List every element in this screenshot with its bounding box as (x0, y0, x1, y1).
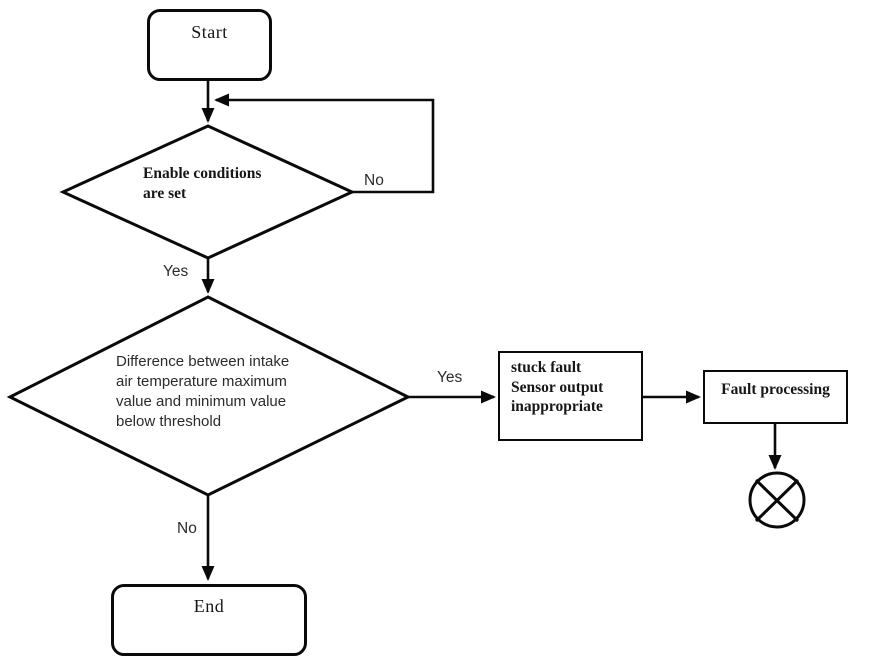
start-node (147, 9, 272, 81)
difference-decision-line3: value and minimum value (116, 393, 287, 410)
yes-enable-label: Yes (163, 263, 189, 280)
difference-decision-line2: air temperature maximum (116, 373, 287, 390)
stuck-fault-label: stuck fault Sensor output inappropriate (511, 358, 641, 417)
no-loop-label: No (364, 172, 384, 189)
end-node-label: End (193, 596, 225, 616)
stuck-fault-line1: stuck fault (511, 359, 582, 376)
enable-decision-line2: are set (143, 184, 187, 202)
enable-decision-label: Enable conditions are set (143, 164, 283, 203)
stuck-fault-line2: Sensor output (511, 378, 604, 396)
stuck-fault-line3: inappropriate (511, 398, 603, 415)
crossed-circle-end-icon (748, 471, 806, 529)
end-node (111, 584, 307, 656)
stuck-fault-box (498, 351, 643, 441)
enable-decision-line1: Enable conditions (143, 165, 262, 182)
start-node-label: Start (191, 22, 228, 42)
fault-processing-box (703, 370, 848, 424)
difference-decision-label: Difference between intake air temperatur… (116, 352, 306, 432)
no-loop-arrow (214, 93, 435, 194)
yes-difference-label: Yes (437, 369, 463, 386)
fault-processing-label: Fault processing (721, 381, 830, 398)
no-difference-label: No (177, 520, 197, 537)
difference-decision-line4: below threshold (116, 413, 222, 430)
difference-decision-line1: Difference between intake (116, 353, 290, 370)
